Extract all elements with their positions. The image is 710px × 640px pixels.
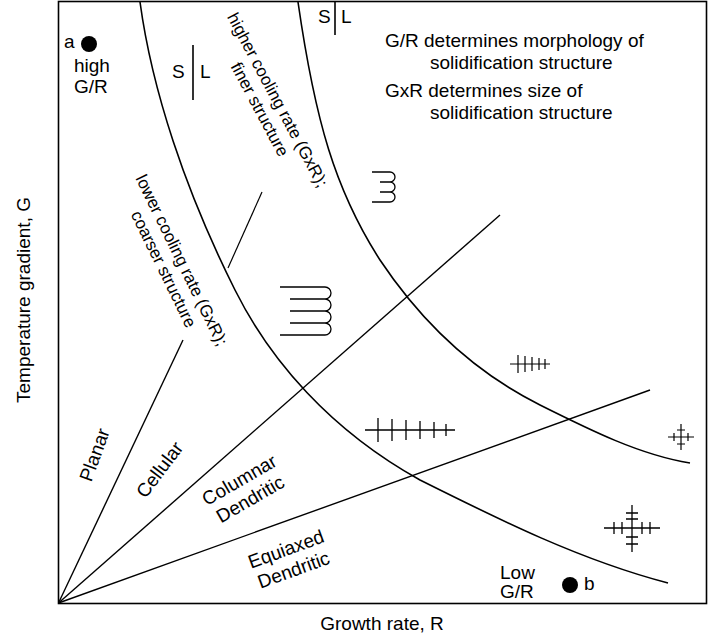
region-label: Cellular <box>132 438 188 503</box>
curve-label: higher cooling rate (GxR); finer structu… <box>202 5 334 205</box>
ratio-note: high G/R <box>74 55 124 97</box>
leader-line <box>228 192 262 268</box>
plot-frame <box>59 2 707 604</box>
point-label: a <box>64 31 75 53</box>
high-cooling-rate-curve <box>298 2 690 463</box>
columnar-dendrite-icon <box>510 355 550 373</box>
equiaxed-dendrite-icon <box>668 424 694 450</box>
columnar-dendrite-icon <box>365 418 455 442</box>
equiaxed-dendrite-icon <box>604 505 660 552</box>
point-marker <box>81 36 97 52</box>
region-label: Planar <box>75 425 114 484</box>
cellular-columnar-boundary <box>59 215 501 603</box>
explanation-note: G/R determines morphology of solidificat… <box>385 30 670 74</box>
phase-letter: L <box>200 61 211 83</box>
interface-line <box>192 45 194 100</box>
region-label: Equiaxed Dendritic <box>240 524 340 596</box>
ratio-note: Low G/R <box>500 563 550 601</box>
axis-title: Growth rate, R <box>320 613 444 635</box>
curve-label: lower cooling rate (GxR); coarser struct… <box>110 166 234 363</box>
interface-line <box>334 2 336 35</box>
phase-letter: L <box>341 6 352 28</box>
point-marker <box>562 577 578 593</box>
phase-letter: S <box>172 61 185 83</box>
cellular-structure-icon <box>280 287 331 335</box>
point-label: b <box>584 573 595 595</box>
phase-letter: S <box>318 6 331 28</box>
region-label: Columnar Dendritic <box>195 448 295 531</box>
axis-title: Temperature gradient, G <box>13 197 35 403</box>
explanation-note: GxR determines size of solidification st… <box>385 80 670 124</box>
cellular-structure-icon <box>372 172 395 202</box>
columnar-equiaxed-boundary <box>59 390 651 603</box>
